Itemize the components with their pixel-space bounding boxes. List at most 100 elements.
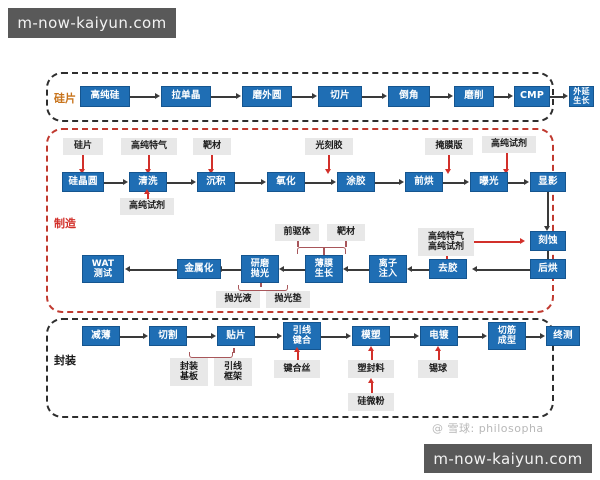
section-manufacturing bbox=[46, 128, 554, 313]
process-box-high-purity-silicon[interactable]: 高纯硅 bbox=[80, 86, 130, 107]
process-box-molding[interactable]: 模塑 bbox=[352, 326, 390, 346]
process-box-epitaxy[interactable]: 外延生长 bbox=[569, 86, 594, 107]
process-box-final-test[interactable]: 终测 bbox=[546, 326, 580, 346]
connector-solder-ball bbox=[438, 351, 440, 360]
material-box-solder-ball[interactable]: 锡球 bbox=[418, 360, 458, 378]
section-title-wafer: 硅片 bbox=[54, 92, 76, 105]
connector-m1-4-5 bbox=[375, 182, 399, 184]
material-box-mold-compound[interactable]: 塑封料 bbox=[348, 360, 394, 378]
material-line-2: 高纯试剂 bbox=[427, 242, 464, 252]
material-line-1: 引线 bbox=[223, 361, 242, 372]
material-box-specialty-gas[interactable]: 高纯特气 bbox=[121, 138, 177, 155]
connector-mat-reagent-develop bbox=[506, 153, 508, 169]
arrowhead-p-5-6 bbox=[482, 332, 487, 339]
process-box-deposition[interactable]: 沉积 bbox=[197, 172, 235, 192]
connector-cmp-metal bbox=[222, 269, 241, 271]
process-box-etching[interactable]: 刻蚀 bbox=[530, 231, 566, 251]
process-box-grinding-polishing[interactable]: 研磨 抛光 bbox=[241, 255, 279, 283]
connector-p-5-6 bbox=[458, 336, 482, 338]
arrowhead-wafer-1-2 bbox=[236, 92, 241, 99]
material-box-slurry[interactable]: 抛光液 bbox=[216, 291, 260, 308]
bracket-polish-materials bbox=[238, 285, 288, 291]
process-box-prebake[interactable]: 前烘 bbox=[405, 172, 443, 192]
box-line-2: 键合 bbox=[292, 336, 312, 346]
connector-p-3-4 bbox=[321, 336, 346, 338]
process-box-ion-implantation[interactable]: 离子 注入 bbox=[369, 255, 407, 283]
material-box-reagent-develop[interactable]: 高纯试剂 bbox=[482, 136, 536, 153]
process-box-metallization[interactable]: 金属化 bbox=[177, 259, 221, 279]
process-box-wat-test[interactable]: WAT 测试 bbox=[82, 255, 124, 283]
material-box-target-film[interactable]: 靶材 bbox=[327, 224, 365, 241]
connector-mat-wafer bbox=[82, 155, 84, 169]
section-title-packaging: 封装 bbox=[54, 354, 76, 367]
material-box-reagent-clean[interactable]: 高纯试剂 bbox=[120, 198, 174, 215]
material-box-mask[interactable]: 掩膜版 bbox=[425, 138, 473, 155]
process-box-chamfering[interactable]: 倒角 bbox=[388, 86, 430, 107]
connector-strip-implant bbox=[412, 269, 429, 271]
process-box-wire-bonding[interactable]: 引线 键合 bbox=[283, 322, 321, 350]
material-box-gas-reagent-etch[interactable]: 高纯特气 高纯试剂 bbox=[418, 228, 474, 256]
arrowhead-wafer-3-4 bbox=[382, 92, 387, 99]
material-box-bond-wire[interactable]: 键合丝 bbox=[274, 360, 320, 378]
connector-p-1-2 bbox=[187, 336, 211, 338]
process-box-thin-film-growth[interactable]: 薄膜 生长 bbox=[305, 255, 343, 283]
arrowhead-wafer-0-1 bbox=[155, 92, 160, 99]
process-box-cmp[interactable]: CMP bbox=[514, 86, 550, 107]
process-box-trim-form[interactable]: 切筋 成型 bbox=[488, 322, 526, 350]
arrowhead-m1-0-1 bbox=[123, 178, 128, 185]
connector-film-cmp bbox=[284, 269, 305, 271]
arrowhead-m1-4-5 bbox=[399, 178, 404, 185]
process-box-die-attach[interactable]: 贴片 bbox=[217, 326, 255, 346]
box-line-2: 成型 bbox=[497, 336, 517, 346]
connector-wafer-4-5 bbox=[430, 96, 448, 98]
process-box-postbake[interactable]: 后烘 bbox=[530, 259, 566, 279]
arrowhead-p-4-5 bbox=[414, 332, 419, 339]
process-box-development[interactable]: 显影 bbox=[530, 172, 566, 192]
process-box-silicon-wafer[interactable]: 硅晶圆 bbox=[62, 172, 104, 192]
connector-mat-mask bbox=[448, 155, 450, 169]
process-box-lapping[interactable]: 磨削 bbox=[454, 86, 494, 107]
material-box-photoresist[interactable]: 光刻胶 bbox=[305, 138, 353, 155]
box-line-2: 抛光 bbox=[250, 269, 270, 279]
process-box-dicing[interactable]: 切割 bbox=[149, 326, 187, 346]
material-line-2: 基板 bbox=[179, 372, 198, 382]
arrowhead-mat-wafer bbox=[79, 169, 86, 174]
arrowhead-implant-film bbox=[343, 265, 348, 272]
material-line-1: 封装 bbox=[179, 361, 198, 372]
connector-m1-0-1 bbox=[104, 182, 123, 184]
process-box-slicing[interactable]: 切片 bbox=[318, 86, 362, 107]
arrowhead-mat-photoresist bbox=[325, 169, 332, 174]
box-line-2: 生长 bbox=[314, 269, 334, 279]
connector-m1-2-3 bbox=[235, 182, 261, 184]
process-box-plating[interactable]: 电镀 bbox=[420, 326, 458, 346]
bottom-watermark-banner: m-now-kaiyun.com bbox=[424, 444, 592, 473]
material-box-leadframe[interactable]: 引线 框架 bbox=[214, 358, 252, 386]
box-line-2: 测试 bbox=[93, 269, 113, 279]
material-box-target[interactable]: 靶材 bbox=[193, 138, 231, 155]
bracket-die-attach-materials bbox=[189, 352, 233, 358]
connector-wafer-0-1 bbox=[130, 96, 155, 98]
process-box-crystal-pulling[interactable]: 拉单晶 bbox=[161, 86, 211, 107]
connector-m1-1-2 bbox=[167, 182, 191, 184]
box-line-2: 注入 bbox=[378, 269, 398, 279]
process-box-resist-coating[interactable]: 涂胶 bbox=[337, 172, 375, 192]
material-box-wafer[interactable]: 硅片 bbox=[63, 138, 103, 155]
bracket-stem-film bbox=[323, 247, 325, 255]
material-box-substrate[interactable]: 封装 基板 bbox=[170, 358, 208, 386]
material-box-silica-powder[interactable]: 硅微粉 bbox=[348, 393, 394, 411]
arrowhead-m1-5-6 bbox=[464, 178, 469, 185]
arrowhead-solder-ball bbox=[435, 346, 442, 351]
process-box-od-grinding[interactable]: 磨外圆 bbox=[242, 86, 292, 107]
connector-m1-6-7 bbox=[508, 182, 524, 184]
connector-wafer-5-6 bbox=[494, 96, 508, 98]
process-box-thinning[interactable]: 减薄 bbox=[82, 326, 120, 346]
box-line-1: 离子 bbox=[378, 258, 398, 269]
process-box-photoresist-strip[interactable]: 去胶 bbox=[429, 259, 467, 279]
arrowhead-develop-etch bbox=[544, 226, 551, 231]
process-box-exposure[interactable]: 曝光 bbox=[470, 172, 508, 192]
process-box-oxidation[interactable]: 氧化 bbox=[267, 172, 305, 192]
arrowhead-p-1-2 bbox=[211, 332, 216, 339]
material-box-precursor[interactable]: 前驱体 bbox=[275, 224, 319, 241]
material-box-polish-pad[interactable]: 抛光垫 bbox=[266, 291, 310, 308]
arrowhead-mat-mask bbox=[445, 169, 452, 174]
